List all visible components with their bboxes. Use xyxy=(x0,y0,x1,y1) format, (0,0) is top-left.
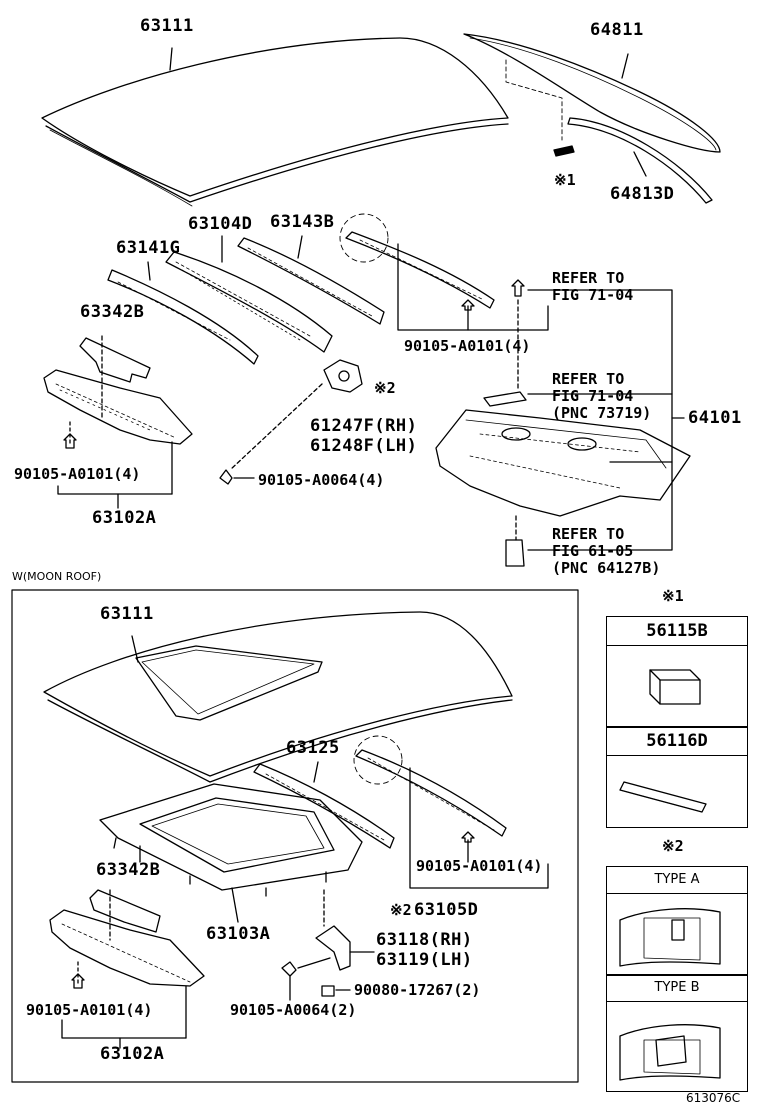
legend2-mark: ※2 xyxy=(662,837,684,855)
part-90105-a0101-top-label: 90105-A0101(4) xyxy=(404,337,531,355)
legend1-row1-label: 56115B xyxy=(607,617,747,646)
moonroof-63102a-label: 63102A xyxy=(100,1044,165,1064)
refer2-line1: REFER TO xyxy=(552,370,625,388)
part-63102a-label: 63102A xyxy=(92,508,157,528)
part-61247f-label: 61247F(RH) xyxy=(310,416,418,436)
hinge-drawing xyxy=(219,359,363,485)
type-a-drawing xyxy=(619,908,721,967)
refer2-line2: FIG 71-04 xyxy=(552,387,634,405)
legend2-row1-label: TYPE A xyxy=(607,867,747,894)
sunroof-housing-drawing xyxy=(99,783,363,923)
figure-code: 613076C xyxy=(686,1091,741,1105)
moonroof-hinge-drawing xyxy=(281,889,375,1001)
moonroof-90080-label: 90080-17267(2) xyxy=(354,981,481,999)
moonroof-63118-label: 63118(RH) xyxy=(376,930,473,950)
clip-56116d-drawing xyxy=(619,781,707,813)
refer3-line1: REFER TO xyxy=(552,525,625,543)
part-63342b-label: 63342B xyxy=(80,302,145,322)
part-64811-label: 64811 xyxy=(590,20,644,40)
roof-panel-drawing xyxy=(41,37,509,207)
refer1-line2: FIG 71-04 xyxy=(552,286,634,304)
refer1-line1: REFER TO xyxy=(552,269,625,287)
legend1-cell-56116d: 56116D xyxy=(606,726,748,828)
moonroof-mark2-label: ※2 xyxy=(390,901,412,919)
moonroof-reinforcement-drawing xyxy=(49,889,205,1049)
moonroof-90105-a0101-a-label: 90105-A0101(4) xyxy=(416,857,543,875)
part-63104d-label: 63104D xyxy=(188,214,253,234)
refer3-line2: FIG 61-05 xyxy=(552,542,634,560)
part-64101-label: 64101 xyxy=(688,408,742,428)
mark1-top-label: ※1 xyxy=(554,171,576,189)
moonroof-63111-label: 63111 xyxy=(100,604,154,624)
package-tray-drawing xyxy=(435,279,691,567)
moonroof-63103a-label: 63103A xyxy=(206,924,271,944)
reinforcement-top-drawing xyxy=(43,335,193,509)
legend1-cell-56115b: 56115B xyxy=(606,616,748,728)
back-window-drawing xyxy=(463,33,721,204)
part-63143b-label: 63143B xyxy=(270,212,335,232)
moonroof-90105-a0064-label: 90105-A0064(2) xyxy=(230,1001,357,1019)
legend1-mark: ※1 xyxy=(662,587,684,605)
refer3-line3: (PNC 64127B) xyxy=(552,559,661,577)
part-90105-a0101-left-label: 90105-A0101(4) xyxy=(14,465,141,483)
moonroof-rails-drawing xyxy=(253,735,549,889)
legend2-row2-label: TYPE B xyxy=(607,975,747,1002)
part-64813d-label: 64813D xyxy=(610,184,675,204)
moonroof-frame xyxy=(11,589,579,1083)
mark2-top-label: ※2 xyxy=(374,379,396,397)
refer2-line3: (PNC 73719) xyxy=(552,404,652,422)
moonroof-63119-label: 63119(LH) xyxy=(376,950,473,970)
part-63111-label: 63111 xyxy=(140,16,194,36)
moonroof-roof-drawing xyxy=(43,611,513,783)
legend2-cell-type-a: TYPE A xyxy=(606,866,748,976)
moonroof-63342b-label: 63342B xyxy=(96,860,161,880)
part-63141g-label: 63141G xyxy=(116,238,181,258)
type-b-drawing xyxy=(619,1024,721,1081)
moonroof-63125-label: 63125 xyxy=(286,738,340,758)
clip-56115b-drawing xyxy=(649,669,701,705)
moonroof-90105-a0101-b-label: 90105-A0101(4) xyxy=(26,1001,153,1019)
roof-rails-drawing xyxy=(107,213,549,365)
legend1-row2-label: 56116D xyxy=(607,727,747,756)
moonroof-section-title: W(MOON ROOF) xyxy=(12,570,102,583)
part-90105-a0064-label: 90105-A0064(4) xyxy=(258,471,385,489)
part-61248f-label: 61248F(LH) xyxy=(310,436,418,456)
moonroof-63105d-label: 63105D xyxy=(414,900,479,920)
legend2-cell-type-b: TYPE B xyxy=(606,974,748,1092)
